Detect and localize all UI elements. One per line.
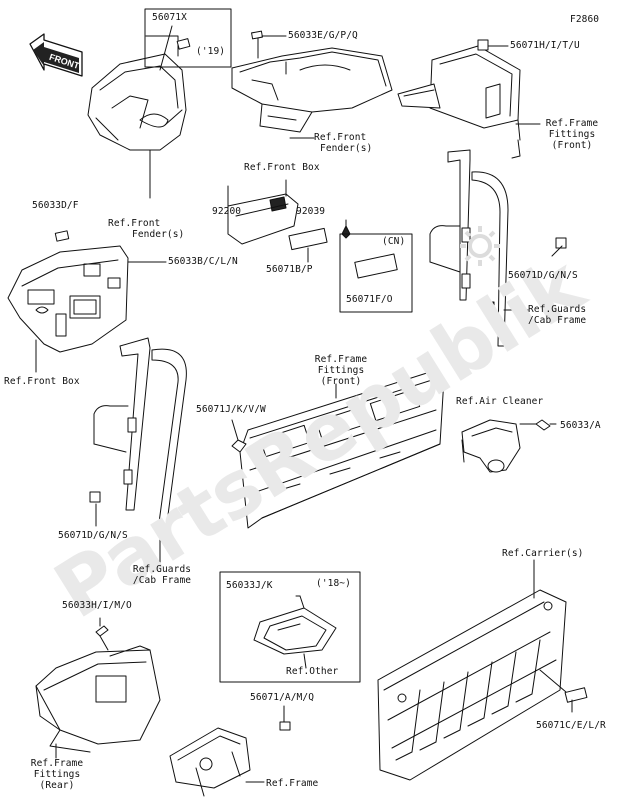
front-fender-part [87,53,187,151]
label-56033h-i-m-o: 56033H/I/M/O [62,600,132,611]
label-56071h-i-t-u: 56071H/I/T/U [510,40,580,51]
label-56071b-p: 56071B/P [266,264,313,275]
label-year-19: ('19) [196,46,226,57]
guard-left-part [93,337,187,531]
watermark-gear-icon [460,226,500,266]
figure-code: F2860 [570,14,600,25]
label-56071x: 56071X [152,12,187,23]
label-ref-front-box-top: Ref.Front Box [244,162,320,173]
carrier-part [377,589,567,781]
mat-part [253,607,337,655]
label-ref-air-cleaner: Ref.Air Cleaner [456,396,544,407]
label-cn: (CN) [382,236,406,247]
guard-right-part [429,149,509,347]
label-92039: 92039 [296,206,326,217]
label-ref-front-fender-top: Ref.Front Fender(s) [314,132,373,154]
label-ref-guards-right: Ref.Guards /Cab Frame [528,304,587,326]
label-year-18: ('18~) [316,578,351,589]
label-ref-frame: Ref.Frame [266,778,319,789]
label-ref-frame-fittings-front-b: Ref.Frame Fittings (Front) [314,354,368,387]
label-ref-frame-fittings-rear: Ref.Frame Fittings (Rear) [30,758,84,791]
label-ref-front-fender-left: Ref.Front Fender(s) [108,218,185,240]
label-ref-frame-fittings-front-a: Ref.Frame Fittings (Front) [545,118,599,151]
label-ref-carriers: Ref.Carrier(s) [502,548,584,559]
label-56033e-g-p-q: 56033E/G/P/Q [288,30,358,41]
label-ref-guards-left: Ref.Guards /Cab Frame [132,564,192,586]
label-56071d-g-n-s-right: 56071D/G/N/S [508,270,578,281]
label-ref-front-box-left: Ref.Front Box [4,376,80,387]
cab-rear-panel-part [239,371,445,529]
label-56071c-e-l-r: 56071C/E/L/R [536,720,606,731]
front-box-part [7,245,129,353]
label-56071d-g-n-s-left: 56071D/G/N/S [58,530,128,541]
floor-panel-part [231,47,393,133]
bracket-part [227,193,299,245]
air-cleaner-part [461,419,521,473]
frame-fittings-front-part [397,45,521,159]
front-arrow-icon: FRONT [29,33,83,77]
label-56033b-c-l-n: 56033B/C/L/N [168,256,238,267]
label-56033-a: 56033/A [560,420,601,431]
label-56033j-k: 56033J/K [226,580,273,591]
frame-fittings-rear-part [35,645,161,753]
label-ref-other: Ref.Other [286,666,339,677]
label-92200: 92200 [212,206,242,217]
label-56033d-f: 56033D/F [32,200,79,211]
label-56071j-k-v-w: 56071J/K/V/W [196,404,266,415]
label-56071f-o: 56071F/O [346,294,393,305]
label-56071-a-m-q: 56071/A/M/Q [250,692,315,703]
frame-part [169,727,251,797]
